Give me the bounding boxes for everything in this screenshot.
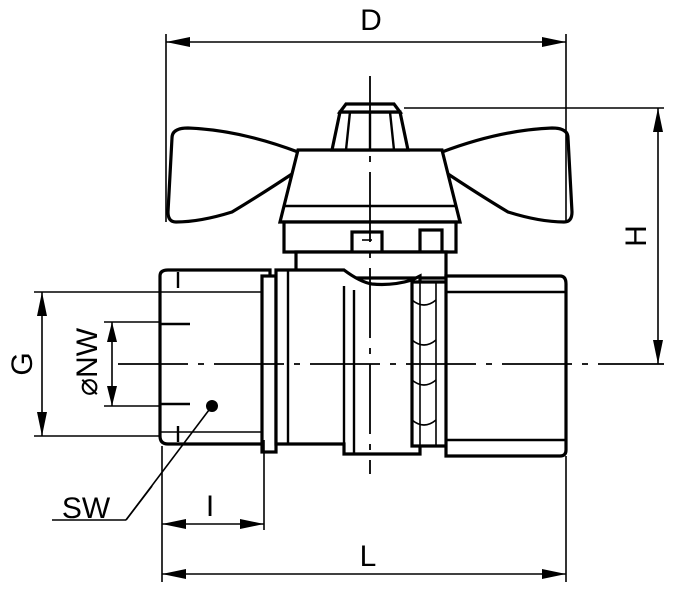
callout-sw: SW bbox=[52, 400, 218, 525]
dimension-h: H bbox=[404, 107, 664, 364]
butterfly-handle bbox=[166, 126, 574, 254]
dimension-g: G bbox=[6, 291, 160, 437]
label-i: I bbox=[206, 490, 214, 523]
dimension-i: I bbox=[162, 440, 265, 530]
label-nw: ⌀NW bbox=[71, 327, 104, 396]
label-l: L bbox=[360, 540, 377, 573]
label-sw: SW bbox=[62, 492, 111, 525]
center-lines bbox=[118, 76, 664, 474]
label-d: D bbox=[360, 4, 382, 37]
left-end-piece bbox=[158, 268, 278, 454]
dimension-l: L bbox=[161, 446, 567, 582]
valve-body bbox=[274, 268, 422, 456]
right-end-piece bbox=[410, 274, 568, 458]
dimension-d: D bbox=[165, 4, 567, 222]
label-h: H bbox=[620, 225, 653, 247]
label-g: G bbox=[6, 352, 39, 375]
dimension-nw: ⌀NW bbox=[71, 321, 160, 407]
